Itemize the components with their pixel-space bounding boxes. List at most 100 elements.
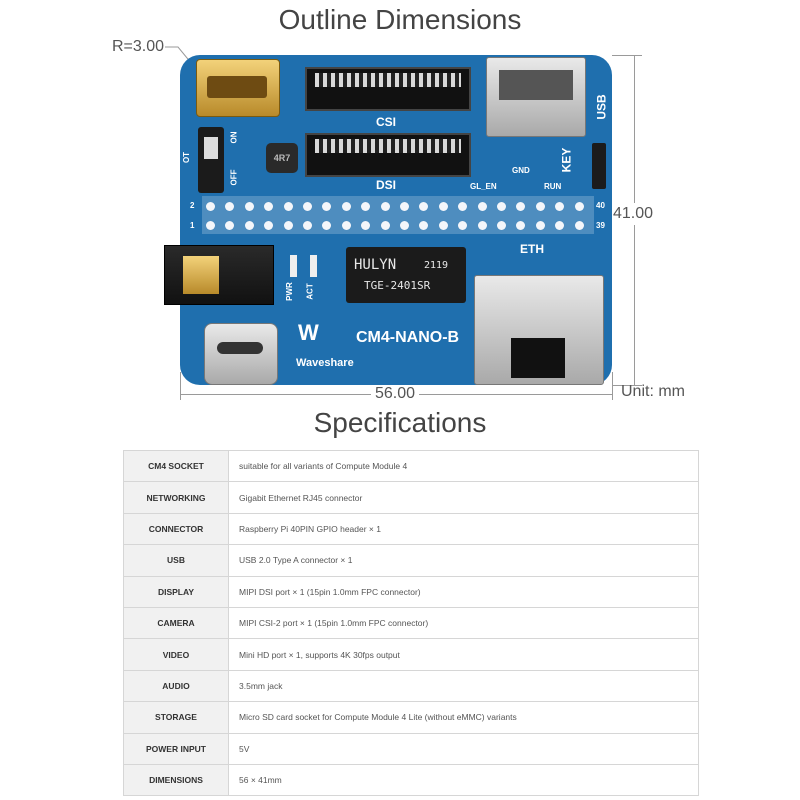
key-button (592, 143, 606, 189)
csi-label: CSI (376, 115, 397, 129)
width-dim-tick-right (612, 372, 613, 400)
unit-label: Unit: mm (621, 383, 685, 400)
gpio-pin (380, 202, 390, 211)
gpio-pin (380, 221, 390, 230)
pin-2-label: 2 (190, 201, 195, 210)
height-dim-tick-top (612, 55, 642, 56)
spec-key: NETWORKING (123, 481, 229, 514)
rj45-port (474, 275, 604, 385)
spec-key: DIMENSIONS (123, 763, 229, 797)
width-label: 56.00 (371, 385, 420, 403)
off-label: OFF (229, 169, 239, 186)
pin-1-label: 1 (190, 221, 195, 230)
gpio-header-area (202, 196, 594, 234)
gpio-pin (322, 202, 332, 211)
gpio-pin (264, 221, 274, 230)
gpio-pin (283, 202, 293, 211)
gpio-pin (535, 221, 545, 230)
gpio-pin (458, 202, 468, 211)
usb-label: USB (594, 94, 609, 120)
chip-year: 2119 (424, 260, 449, 271)
spec-value: Mini HD port × 1, supports 4K 30fps outp… (228, 638, 699, 671)
gpio-pin (438, 221, 448, 230)
gpio-pin (535, 202, 545, 211)
height-dim-tick-bottom (612, 385, 642, 386)
gpio-pin (516, 202, 526, 211)
gpio-pin (400, 221, 409, 230)
spec-key: CAMERA (123, 606, 229, 640)
spec-value: suitable for all variants of Compute Mod… (228, 449, 699, 483)
inductor: 4R7 (266, 143, 298, 173)
spec-key: VIDEO (123, 638, 229, 671)
chip-brand: HULYN (354, 257, 397, 273)
gnd-label: GND (512, 166, 530, 175)
act-label: ACT (305, 283, 315, 300)
gpio-pin (264, 202, 274, 211)
gpio-pin (574, 202, 584, 211)
gpio-pin (303, 202, 312, 211)
gpio-pin (497, 221, 506, 230)
chip-model: TGE-2401SR (364, 279, 431, 292)
gpio-pin (303, 221, 312, 230)
mini-hdmi-port (196, 59, 280, 117)
spec-value: Gigabit Ethernet RJ45 connector (228, 481, 699, 514)
spec-value: 5V (228, 732, 699, 765)
csi-connector (305, 67, 471, 111)
spec-key: USB (123, 544, 229, 577)
gpio-pin (400, 202, 409, 211)
spec-value: USB 2.0 Type A connector × 1 (228, 544, 699, 577)
spec-key: AUDIO (123, 669, 229, 703)
gpio-pin (419, 202, 429, 211)
dsi-label: DSI (376, 178, 397, 192)
gpio-pin (361, 221, 371, 230)
spec-value: 56 × 41mm (228, 763, 699, 797)
spec-key: STORAGE (123, 701, 229, 734)
eth-label: ETH (520, 242, 544, 256)
gl-en-label: GL_EN (470, 182, 497, 191)
spec-value: Micro SD card socket for Compute Module … (228, 701, 699, 734)
spec-value: Raspberry Pi 40PIN GPIO header × 1 (228, 512, 699, 546)
cm4-nano-b-board: OT ON OFF 4R7 CSI DSI USB KEY GND GL_EN … (164, 55, 612, 385)
pin-39-label: 39 (596, 221, 605, 230)
height-label: 41.00 (613, 203, 654, 225)
spec-value: MIPI CSI-2 port × 1 (15pin 1.0mm FPC con… (228, 606, 699, 640)
gpio-pin (477, 221, 487, 230)
spec-key: DISPLAY (123, 575, 229, 608)
model-label: CM4-NANO-B (356, 329, 460, 346)
pin-40-label: 40 (596, 201, 605, 210)
pwr-led (290, 255, 297, 277)
gpio-pin (555, 202, 565, 211)
gpio-pin (244, 221, 254, 230)
spec-value: 3.5mm jack (228, 669, 699, 703)
gpio-pin (438, 202, 448, 211)
spec-key: POWER INPUT (123, 732, 229, 765)
gpio-pin (477, 202, 487, 211)
gpio-pin (283, 221, 293, 230)
spec-key: CONNECTOR (123, 512, 229, 546)
gpio-pin (458, 221, 468, 230)
radius-label: R=3.00 (112, 38, 165, 55)
usb-c-port (204, 323, 278, 385)
spec-key: CM4 SOCKET (123, 449, 229, 483)
gpio-pin (225, 221, 235, 230)
gpio-pin (497, 202, 506, 211)
spec-value: MIPI DSI port × 1 (15pin 1.0mm FPC conne… (228, 575, 699, 608)
gpio-pin (341, 221, 351, 230)
gpio-pin (574, 221, 584, 230)
dsi-connector (305, 133, 471, 177)
gpio-pin (244, 202, 254, 211)
usb-a-port (486, 57, 586, 137)
brand-label: Waveshare (296, 357, 354, 369)
run-label: RUN (544, 182, 562, 191)
gpio-pin (206, 202, 215, 211)
